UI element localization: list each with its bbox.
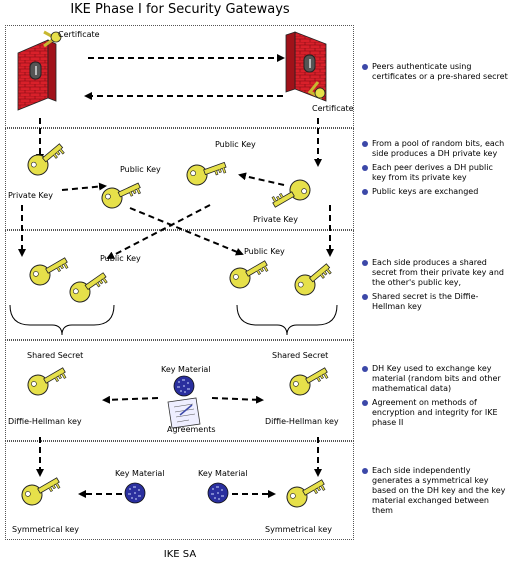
label-shared-secret-right: Shared Secret (272, 351, 329, 360)
label-dh-key-left: Diffie-Hellman key (8, 417, 82, 426)
diagram-title: IKE Phase I for Security Gateways (70, 2, 290, 17)
bullet-item: Shared secret is the Diffie-Hellman key (362, 292, 508, 312)
firewall-right-icon (285, 31, 327, 102)
panel-key-material (5, 340, 354, 441)
label-symmetrical-key-left: Symmetrical key (12, 525, 80, 534)
bullet-icon (362, 468, 368, 474)
label-key-material-right: Key Material (198, 469, 248, 478)
label-private-key-right: Private Key (253, 215, 298, 224)
bullet-icon (362, 165, 368, 171)
bullets-symmetrical-key: Each side independently generates a symm… (362, 466, 508, 520)
bullets-key-material: DH Key used to exchange key material (ra… (362, 364, 508, 432)
bullet-icon (362, 64, 368, 70)
bullets-shared-secret: Each side produces a shared secret from … (362, 258, 508, 316)
label-certificate-left: Certificate (58, 30, 100, 39)
label-public-key-4: Public Key (244, 247, 285, 256)
diagram-footer: IKE SA (163, 549, 197, 560)
label-certificate-right: Certificate (312, 104, 354, 113)
bullet-item: Public keys are exchanged (362, 187, 508, 197)
bullets-dh-keys: From a pool of random bits, each side pr… (362, 139, 508, 201)
bullet-icon (362, 366, 368, 372)
bullet-item: Each side independently generates a symm… (362, 466, 508, 516)
label-public-key-1: Public Key (120, 165, 161, 174)
bullet-icon (362, 294, 368, 300)
label-key-material-center: Key Material (161, 365, 211, 374)
bullet-icon (362, 141, 368, 147)
panel-shared-secret (5, 230, 354, 340)
label-agreements: Agreements (167, 425, 216, 434)
label-public-key-3: Public Key (100, 254, 141, 263)
agreements-document-icon (167, 397, 201, 429)
label-private-key-left: Private Key (8, 191, 53, 200)
bullet-item: Each peer derives a DH public key from i… (362, 163, 508, 183)
firewall-left-icon (17, 30, 62, 111)
bullet-item: From a pool of random bits, each side pr… (362, 139, 508, 159)
panel-authentication (5, 25, 354, 128)
label-public-key-2: Public Key (215, 140, 256, 149)
panel-symmetrical-key (5, 441, 354, 540)
label-shared-secret-left: Shared Secret (27, 351, 84, 360)
bullets-authentication: Peers authenticate using certificates or… (362, 62, 508, 86)
label-symmetrical-key-right: Symmetrical key (265, 525, 333, 534)
panel-dh-keys (5, 128, 354, 230)
bullet-item: Each side produces a shared secret from … (362, 258, 508, 288)
bullet-icon (362, 400, 368, 406)
bullet-item: DH Key used to exchange key material (ra… (362, 364, 508, 394)
label-key-material-left: Key Material (115, 469, 165, 478)
bullet-icon (362, 260, 368, 266)
bullet-item: Agreement on methods of encryption and i… (362, 398, 508, 428)
bullet-item: Peers authenticate using certificates or… (362, 62, 508, 82)
bullet-icon (362, 189, 368, 195)
label-dh-key-right: Diffie-Hellman key (265, 417, 339, 426)
